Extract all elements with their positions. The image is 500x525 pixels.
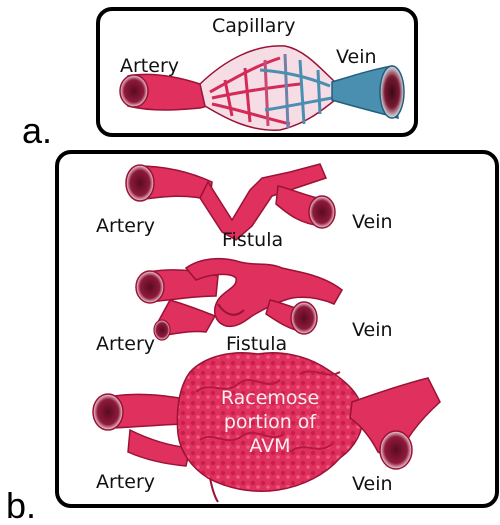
artery-lumen-b3 bbox=[93, 394, 123, 430]
fistula-label-b1: Fistula bbox=[222, 229, 283, 251]
panel-a: Capillary Artery Vein a. bbox=[22, 9, 416, 151]
artery-branch-lumen-b2 bbox=[154, 320, 170, 340]
panel-a-letter: a. bbox=[22, 110, 52, 151]
panel-b: Artery Fistula Vein Artery Fistula Vein bbox=[6, 152, 497, 525]
nidus-label-line-3: AVM bbox=[249, 435, 290, 457]
artery-lumen-b1 bbox=[126, 165, 154, 201]
artery-label-b3: Artery bbox=[96, 471, 155, 493]
vein-label-b1: Vein bbox=[352, 211, 393, 233]
artery-label-b1: Artery bbox=[96, 215, 155, 237]
nidus-label-line-2: portion of bbox=[224, 411, 318, 433]
capillary-label: Capillary bbox=[212, 15, 296, 37]
vein-lumen-b1 bbox=[309, 196, 335, 228]
panel-b-letter: b. bbox=[6, 485, 36, 525]
artery-label-b2: Artery bbox=[96, 333, 155, 355]
vein-lumen-a bbox=[380, 66, 404, 118]
vein-lumen-b3 bbox=[380, 431, 412, 469]
artery-lumen-b2 bbox=[136, 271, 164, 303]
vein-label-a: Vein bbox=[336, 46, 377, 68]
vein-label-b3: Vein bbox=[352, 473, 393, 495]
artery-label-a: Artery bbox=[120, 55, 179, 77]
vein-label-b2: Vein bbox=[352, 319, 393, 341]
artery-lumen-a bbox=[120, 75, 148, 107]
nidus-label-line-1: Racemose bbox=[221, 387, 319, 409]
vein-lumen-b2 bbox=[291, 302, 317, 334]
fistula-label-b2: Fistula bbox=[226, 333, 287, 355]
